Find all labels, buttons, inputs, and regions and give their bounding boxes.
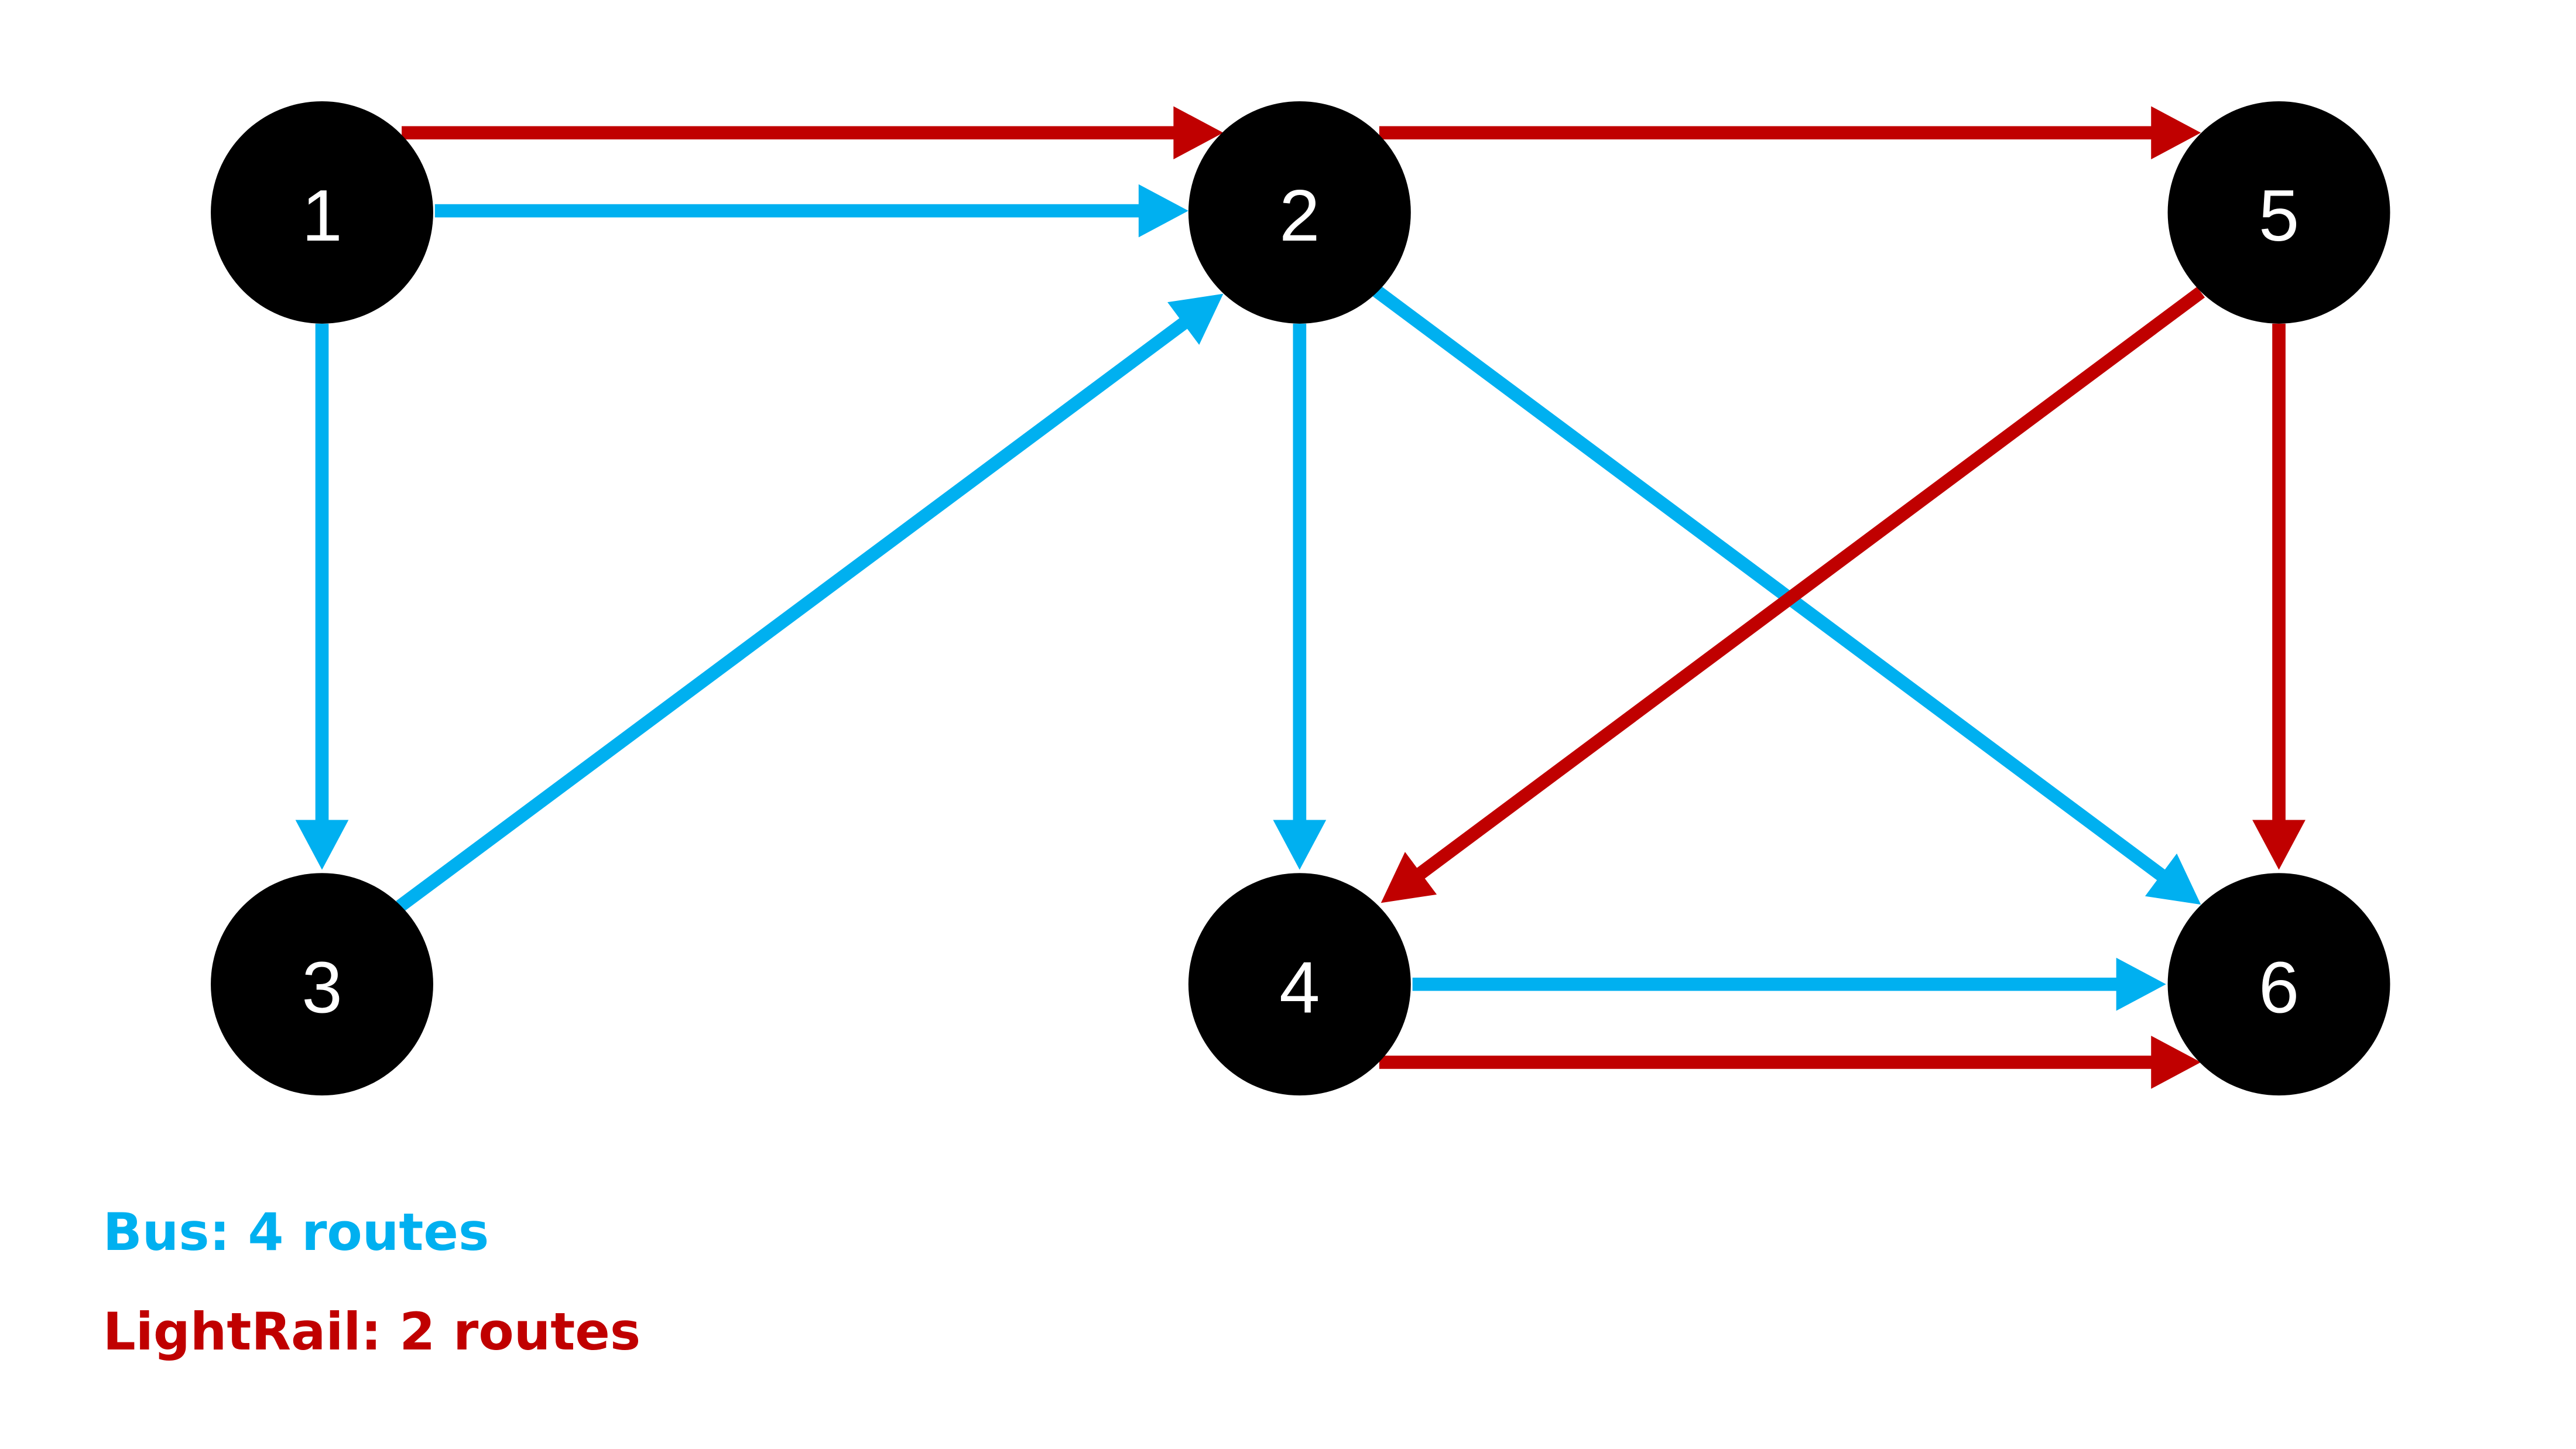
node-circle (211, 101, 433, 324)
arrowhead-icon (1173, 106, 1224, 160)
edge-bus-2-to-4 (1273, 323, 1327, 870)
edge-bus-1-to-3 (295, 323, 349, 870)
node-circle (1188, 101, 1411, 324)
arrowhead-icon (2151, 1036, 2201, 1089)
edge-bus-3-to-2 (396, 293, 1224, 912)
legend-lightrail: LightRail: 2 routes (103, 1301, 640, 1362)
node-6: 6 (2167, 873, 2390, 1096)
node-label: 4 (1279, 947, 1320, 1028)
edge-lightrail-4-to-6 (1379, 1036, 2201, 1089)
edge-bus-1-to-2 (434, 184, 1188, 238)
node-2: 2 (1188, 101, 1411, 324)
node-3: 3 (211, 873, 433, 1096)
edge-bus-2-to-6 (1372, 285, 2201, 905)
arrowhead-icon (2116, 957, 2166, 1011)
arrowhead-icon (1167, 293, 1224, 345)
node-label: 3 (302, 947, 342, 1028)
arrowhead-icon (295, 820, 349, 870)
node-circle (2167, 101, 2390, 324)
node-1: 1 (211, 101, 433, 324)
edges (295, 106, 2306, 1089)
edge-lightrail-5-to-6 (2252, 323, 2306, 870)
arrowhead-icon (1381, 852, 1437, 903)
node-4: 4 (1188, 873, 1411, 1096)
arrowhead-icon (2145, 853, 2201, 905)
nodes: 1 2 5 3 4 6 (211, 101, 2390, 1096)
node-label: 5 (2259, 175, 2299, 256)
arrowhead-icon (1138, 184, 1188, 238)
edge-lightrail-5-to-4 (1381, 286, 2205, 903)
node-label: 2 (1279, 175, 1320, 256)
edge-line (1372, 285, 2168, 882)
node-label: 1 (302, 175, 342, 256)
node-circle (1188, 873, 1411, 1096)
legend-bus: Bus: 4 routes (103, 1202, 489, 1262)
arrowhead-icon (2252, 820, 2306, 870)
edge-lightrail-1-to-2 (402, 106, 1224, 160)
edge-bus-4-to-6 (1412, 957, 2166, 1011)
node-label: 6 (2259, 947, 2299, 1028)
edge-line (1414, 286, 2205, 881)
node-circle (211, 873, 433, 1096)
node-circle (2167, 873, 2390, 1096)
arrowhead-icon (1273, 820, 1327, 870)
edge-line (396, 316, 1190, 912)
arrowhead-icon (2151, 106, 2201, 160)
edge-lightrail-2-to-5 (1379, 106, 2201, 160)
node-5: 5 (2167, 101, 2390, 324)
